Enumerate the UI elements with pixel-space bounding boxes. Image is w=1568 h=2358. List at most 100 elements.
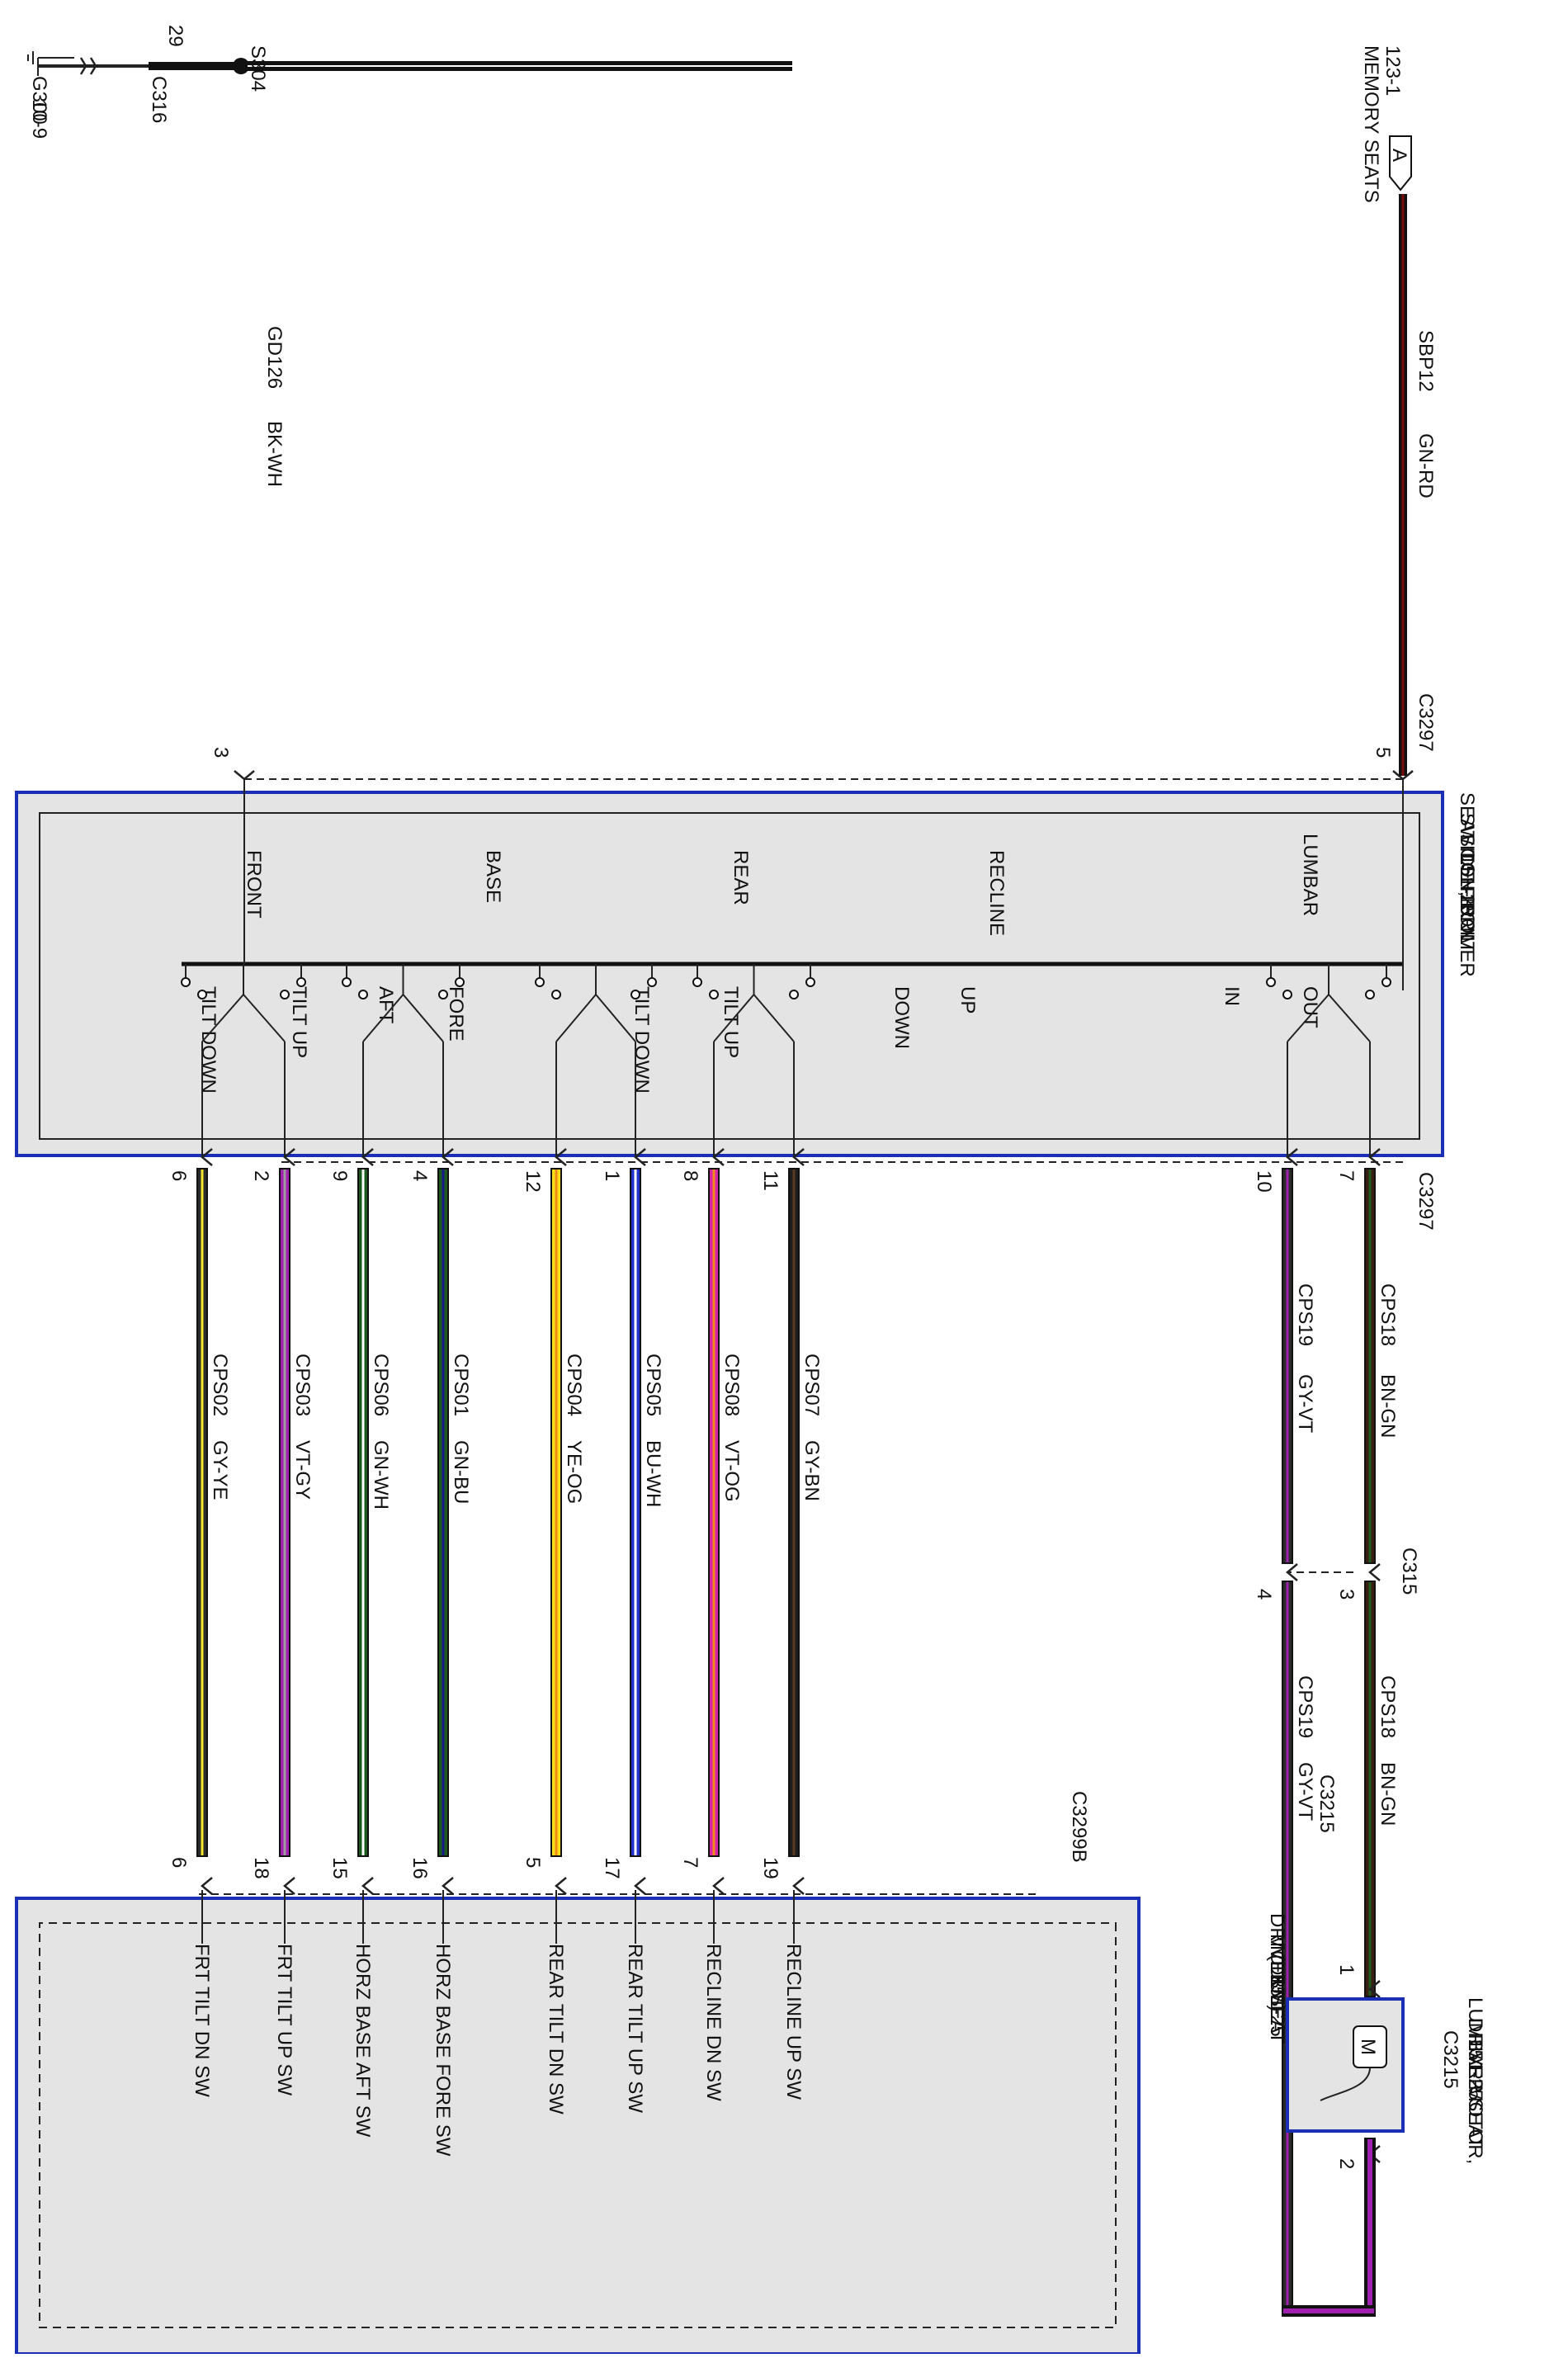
lumbar-wire-color-2: BN-GN bbox=[1377, 1762, 1399, 1826]
lumbar-motor: LUMBAR MOTOR, DRIVER SEAT 151-25 M bbox=[1286, 1997, 1486, 2164]
switch-position-label: UP bbox=[956, 986, 979, 1014]
dsm-pin-chevron-icon bbox=[283, 1877, 295, 1895]
dsm-box bbox=[15, 1897, 1141, 2356]
seat-control-switch-inner bbox=[39, 812, 1420, 1140]
switch-title-3: SIDE FRONT bbox=[1456, 834, 1478, 954]
c316-pin: 29 bbox=[164, 25, 187, 47]
sbp12-color: GN-RD bbox=[1415, 433, 1437, 499]
switch-position-label: IN bbox=[1221, 986, 1243, 1006]
switch-group-label: FRONT bbox=[243, 850, 265, 919]
dsm-pin-chevron-icon bbox=[792, 1877, 805, 1895]
switch-stop-contact bbox=[455, 977, 465, 987]
c315-pin: 3 bbox=[1335, 1589, 1358, 1600]
dsm-input-label: FRT TILT DN SW bbox=[191, 1944, 213, 2097]
c316-chevron-icon bbox=[79, 57, 87, 75]
switch-output-pin: 9 bbox=[328, 1170, 351, 1181]
switch-position-label: DOWN bbox=[890, 986, 913, 1049]
switch-stop-contact bbox=[1266, 977, 1276, 987]
pin3-chevron-icon bbox=[234, 770, 255, 781]
wire-color: BU-WH bbox=[642, 1440, 664, 1507]
switch-group-label: LUMBAR bbox=[1299, 834, 1321, 916]
c315-pin: 4 bbox=[1253, 1589, 1275, 1600]
dsm-input-label: RECLINE UP SW bbox=[782, 1944, 805, 2100]
switch-pin-ground: 3 bbox=[210, 747, 232, 758]
dsm-pin: 15 bbox=[328, 1857, 351, 1879]
lumbar-wiring: C3297 C315 7CPS18BN-GN3CPS18BN-GN10CPS19… bbox=[281, 1148, 1462, 2317]
dsm-input-label: HORZ BASE AFT SW bbox=[352, 1944, 374, 2138]
dsm-input-label: REAR TILT UP SW bbox=[624, 1944, 646, 2113]
switch-stop-contact bbox=[805, 977, 815, 987]
lumbar-wire-color: GY-VT bbox=[1294, 1374, 1316, 1433]
c3297-top-label: C3297 bbox=[1415, 693, 1437, 752]
switch-pin-chevron-icon bbox=[283, 1148, 295, 1166]
wire-color: VT-GY bbox=[291, 1440, 314, 1500]
switch-title-2: SWITCH, DRIVER bbox=[1456, 813, 1478, 977]
switch-blade bbox=[753, 994, 795, 1042]
dsm-pin: 6 bbox=[168, 1857, 190, 1868]
switch-stop-contact bbox=[535, 977, 545, 987]
g300-ref: 10-9 bbox=[28, 99, 50, 139]
wire-circuit: CPS03 bbox=[291, 1354, 314, 1416]
dsm-pin: 17 bbox=[601, 1857, 623, 1879]
wire-circuit: CPS05 bbox=[642, 1354, 664, 1416]
switch-contact bbox=[197, 990, 207, 999]
switch-contact bbox=[438, 990, 448, 999]
switch-blade bbox=[362, 994, 404, 1042]
switch-stop-contact bbox=[342, 977, 352, 987]
switch-pin-chevron-icon bbox=[712, 1148, 725, 1166]
switch-output-pin: 1 bbox=[601, 1170, 623, 1181]
dsm-input-label: RECLINE DN SW bbox=[702, 1944, 725, 2101]
switch-blade bbox=[1287, 994, 1329, 1042]
switch-contact bbox=[280, 990, 290, 999]
switch-contact bbox=[358, 990, 368, 999]
dsm-pin-chevron-icon bbox=[555, 1877, 567, 1895]
seat-control-switch-box bbox=[15, 791, 1444, 1157]
switch-group-label: RECLINE bbox=[985, 850, 1008, 936]
c3215-b-label: C3215 bbox=[1439, 2030, 1462, 2089]
switch-blade bbox=[713, 994, 755, 1042]
memory-page-letter: A bbox=[1388, 149, 1410, 162]
wire-color: YE-OG bbox=[563, 1440, 585, 1504]
lumbar-wire-circuit: CPS19 bbox=[1294, 1283, 1316, 1346]
seat-control-switch: SEAT CONTROL SWITCH, DRIVER SIDE FRONT 1… bbox=[15, 779, 1478, 1157]
lumbar-title-3: 151-25 bbox=[1464, 2039, 1486, 2100]
switch-output-pin: 11 bbox=[759, 1170, 782, 1191]
switch-contact bbox=[789, 990, 799, 999]
wire-color: GN-BU bbox=[450, 1440, 472, 1504]
c3299b-label: C3299B bbox=[1068, 1791, 1090, 1863]
wire-circuit: CPS01 bbox=[450, 1354, 472, 1416]
lumbar-title-1: LUMBAR MOTOR, bbox=[1464, 1997, 1486, 2164]
lumbar-pin-chevron-icon bbox=[1368, 1148, 1381, 1166]
switch-pin-chevron-icon bbox=[201, 1148, 213, 1166]
dsm-pin: 16 bbox=[409, 1857, 431, 1879]
ground-section: 29 C316 G300 10-9 S304 GD126 BK-WH 3 bbox=[27, 25, 792, 781]
memory-seats-section: 123-1 MEMORY SEATS A SBP12 GN-RD C3297 5 bbox=[244, 45, 1437, 781]
c3215-a-label: C3215 bbox=[1315, 1774, 1338, 1833]
c315-label: C315 bbox=[1398, 1548, 1420, 1595]
dsm-pin-chevron-icon bbox=[442, 1877, 454, 1895]
switch-contact bbox=[1365, 990, 1375, 999]
dsm-title-1: DRIVER SEAT bbox=[1266, 1913, 1288, 2044]
dsm-pin: 19 bbox=[759, 1857, 782, 1879]
s304-label: S304 bbox=[247, 45, 269, 92]
lumbar-title-2: DRIVER SEAT bbox=[1464, 2018, 1486, 2149]
lumbar-wire-circuit: CPS18 bbox=[1377, 1283, 1399, 1346]
switch-pin-power: 5 bbox=[1372, 747, 1394, 758]
dsm-pin-chevron-icon bbox=[361, 1877, 374, 1895]
wire-color: VT-OG bbox=[720, 1440, 743, 1502]
gd126-circuit: GD126 bbox=[263, 326, 286, 389]
switch-blade bbox=[402, 994, 444, 1042]
wire-color: GY-YE bbox=[209, 1440, 231, 1500]
c3215-b-pin: 2 bbox=[1335, 2158, 1358, 2169]
lumbar-switch-pin: 10 bbox=[1253, 1170, 1275, 1193]
dsm-pin: 7 bbox=[679, 1857, 701, 1868]
wire-circuit: CPS06 bbox=[370, 1354, 392, 1416]
dsm-input-label: FRT TILT UP SW bbox=[273, 1944, 295, 2096]
dsm-pin-chevron-icon bbox=[712, 1877, 725, 1895]
c3297-bottom-label: C3297 bbox=[1415, 1172, 1437, 1231]
switch-position-label: TILT DOWN bbox=[197, 986, 220, 1094]
switch-pin-chevron-icon bbox=[361, 1148, 374, 1166]
switch-output-pin: 8 bbox=[679, 1170, 701, 1181]
